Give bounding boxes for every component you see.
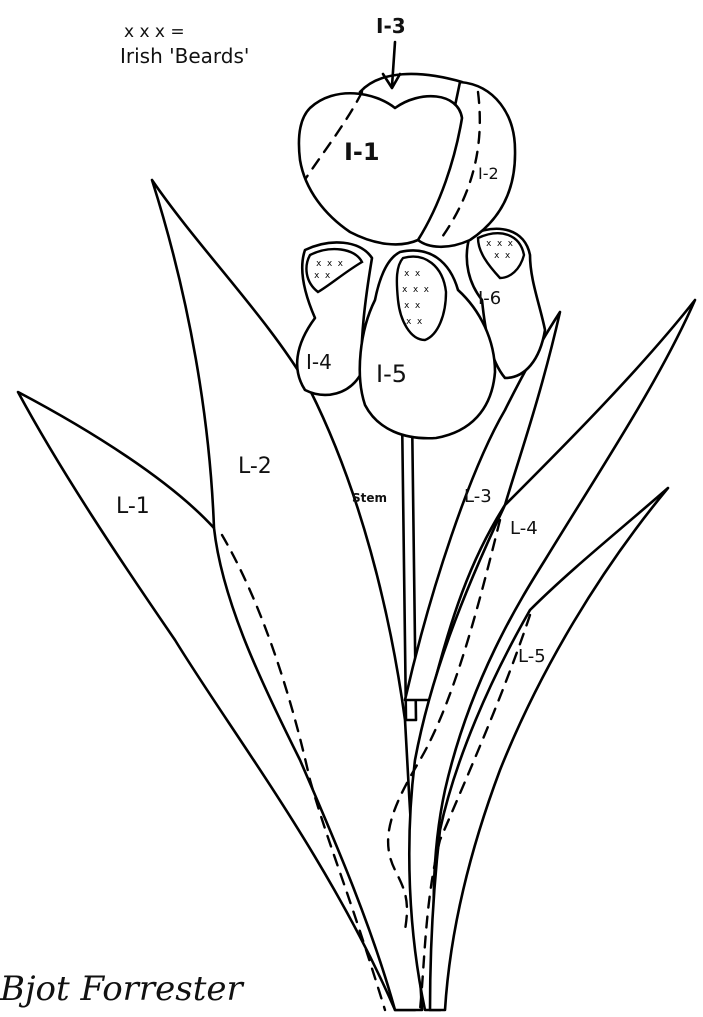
svg-text:x x: x x bbox=[404, 301, 421, 311]
label-stem: Stem bbox=[352, 492, 387, 504]
label-l3: L-3 bbox=[464, 488, 492, 506]
svg-text:x x x: x x x bbox=[316, 259, 344, 269]
i3-back-petal-outline bbox=[360, 74, 462, 92]
svg-text:x x: x x bbox=[314, 271, 331, 281]
legend-line-1: x x x = bbox=[124, 24, 185, 41]
svg-text:x x: x x bbox=[406, 317, 423, 327]
svg-text:x x x: x x x bbox=[402, 285, 430, 295]
label-l2: L-2 bbox=[238, 456, 272, 478]
label-i1: I-1 bbox=[344, 140, 380, 164]
svg-text:x x x: x x x bbox=[486, 239, 514, 249]
svg-text:x x: x x bbox=[494, 251, 511, 261]
label-i5: I-5 bbox=[376, 362, 407, 386]
svg-text:x x: x x bbox=[404, 269, 421, 279]
label-l4: L-4 bbox=[510, 520, 538, 538]
label-i6: I-6 bbox=[478, 290, 501, 308]
label-i4: I-4 bbox=[306, 352, 332, 372]
artist-signature: Bjot Forrester bbox=[0, 972, 243, 1006]
label-l1: L-1 bbox=[116, 496, 150, 518]
legend-line-2: Irish 'Beards' bbox=[120, 46, 249, 66]
label-l5: L-5 bbox=[518, 648, 546, 666]
label-i3: I-3 bbox=[376, 16, 406, 36]
label-i2: I-2 bbox=[478, 166, 499, 182]
i3-pointer-arrow bbox=[392, 42, 395, 86]
